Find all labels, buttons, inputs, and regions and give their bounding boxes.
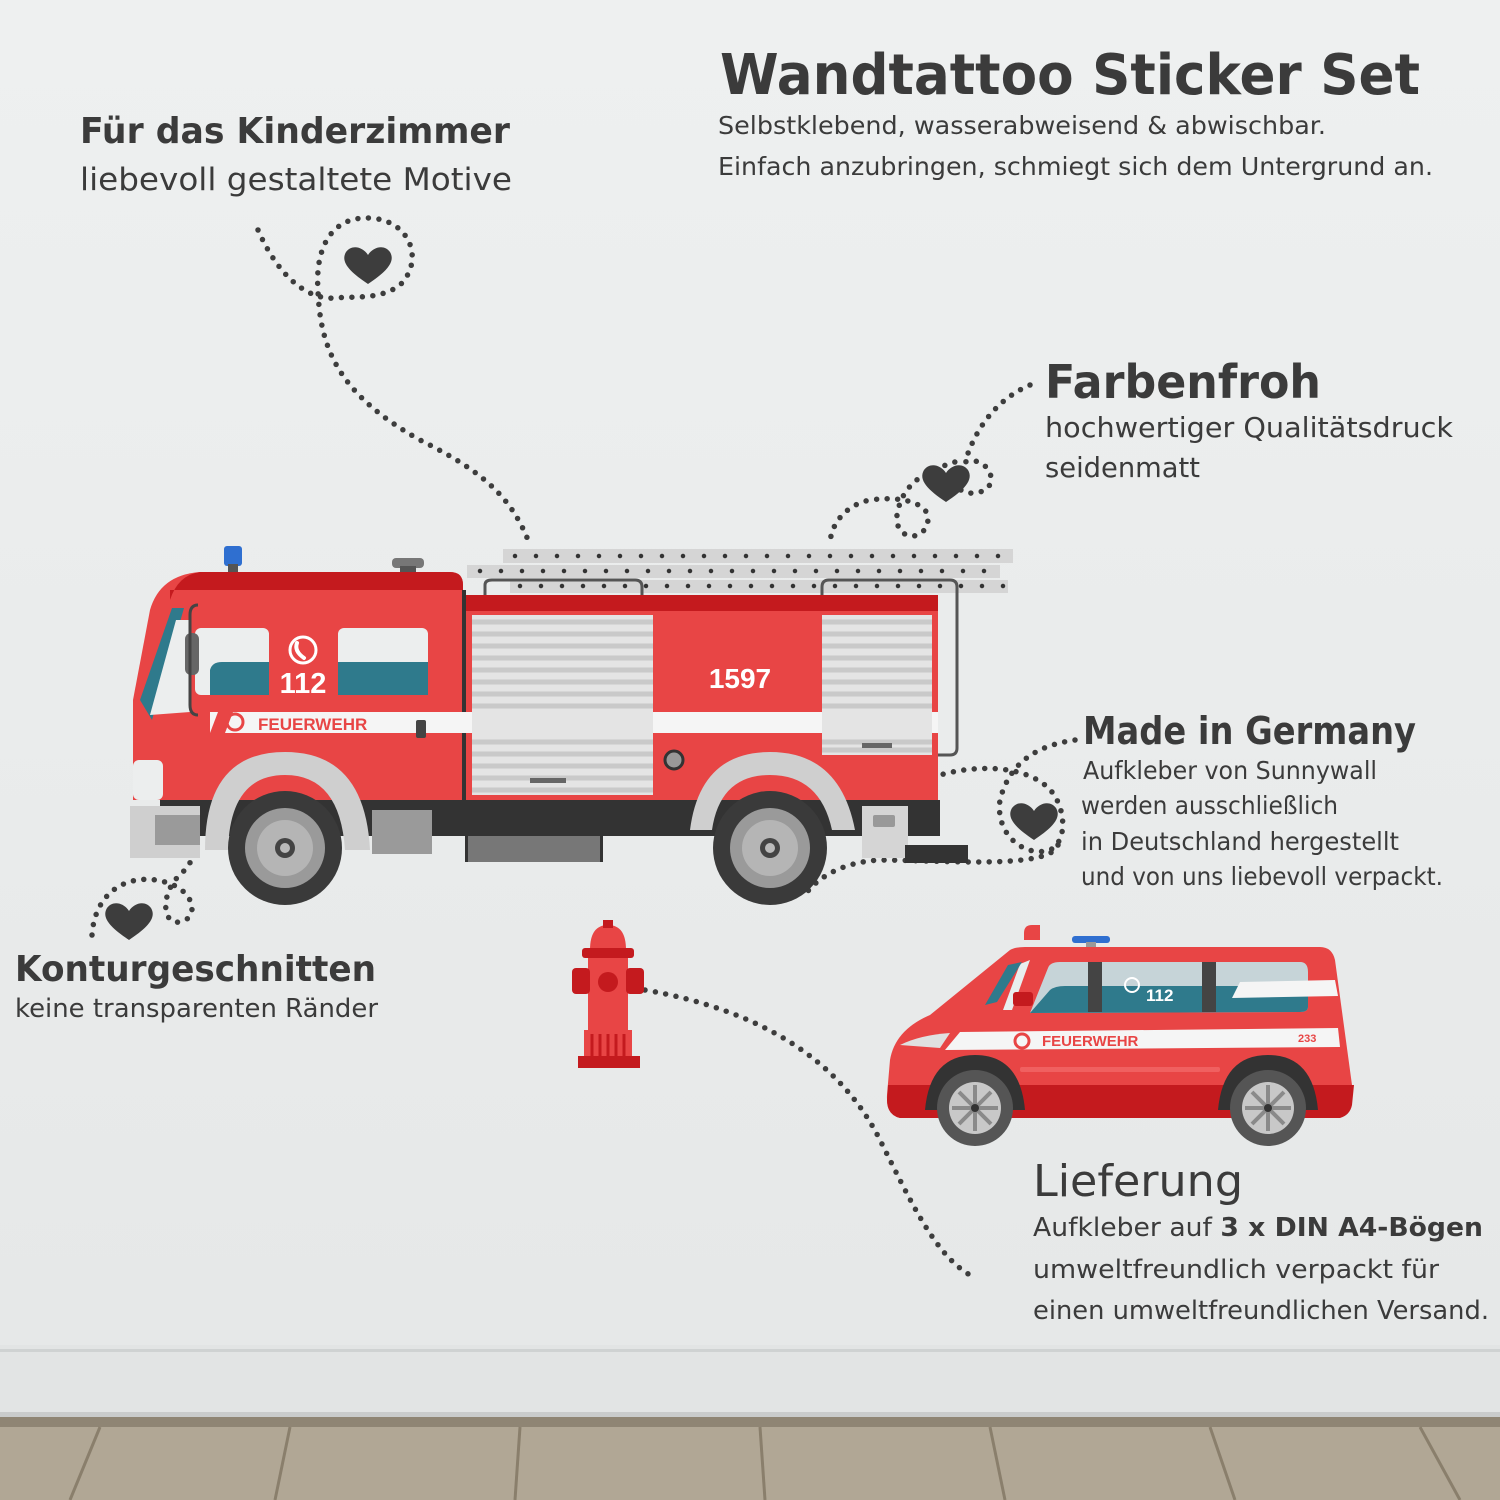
fire-department-emblem-icon [225,712,245,732]
wheel [228,791,342,905]
page-title: Wandtattoo Sticker Set [720,43,1420,108]
heart-icon [1010,803,1058,840]
van-emergency-number: 112 [1146,986,1173,1005]
ladder [467,549,1013,757]
feature-text: werden ausschließlich [1081,791,1338,820]
shutter [472,615,653,795]
feature-title: Lieferung [1033,1156,1243,1207]
baseboard [0,1345,1500,1417]
feature-text: seidenmatt [1045,451,1200,484]
germany-block: Made in Germany Aufkleber von Sunnywall … [1081,709,1443,891]
vehicle-number: 1597 [709,663,771,694]
fire-van: 112 FEUERWEHR 233 [886,925,1354,1146]
feature-text: liebevoll gestaltete Motive [80,162,512,198]
fire-hydrant [572,920,644,1068]
wheel [1230,1070,1306,1146]
phone-icon [288,635,318,665]
feature-text: Aufkleber auf 3 x DIN A4-Bögen [1033,1213,1483,1243]
heart-icon [105,903,153,940]
truck-label: FEUERWEHR [258,715,367,734]
blue-light-icon [224,546,242,566]
heart-icon [344,247,392,284]
heart-icon [922,465,970,502]
phone-icon [1124,977,1140,993]
kinderzimmer-block: Für das Kinderzimmer liebevoll gestaltet… [80,111,512,198]
fire-truck: 112 FEUERWEHR 1597 [130,546,1013,905]
feature-title: Für das Kinderzimmer [80,111,510,152]
van-label: FEUERWEHR [1042,1033,1139,1050]
header-line: Einfach anzubringen, schmiegt sich dem U… [718,152,1433,181]
feature-text: Aufkleber von Sunnywall [1083,756,1377,785]
feature-text: in Deutschland hergestellt [1081,827,1399,856]
blue-light-icon [1072,936,1110,943]
wheel [713,791,827,905]
shutter [822,615,932,755]
feature-text: und von uns liebevoll verpackt. [1081,862,1443,891]
wooden-floor [0,1417,1500,1500]
farbenfroh-block: Farbenfroh hochwertiger Qualitätsdruck s… [1045,355,1454,484]
feature-text: hochwertiger Qualitätsdruck [1045,411,1454,444]
feature-title: Made in Germany [1083,709,1416,753]
feature-text-prefix: Aufkleber auf [1033,1213,1220,1243]
kontur-block: Konturgeschnitten keine transparenten Rä… [15,949,378,1024]
feature-text: keine transparenten Ränder [15,994,378,1024]
wheel [937,1070,1013,1146]
header-block: Wandtattoo Sticker Set Selbstklebend, wa… [718,43,1433,181]
dotted-trails [89,215,1078,1278]
feature-title: Farbenfroh [1045,355,1321,409]
feature-text: umweltfreundlich verpackt für [1033,1255,1439,1285]
fire-department-emblem-icon [1013,1032,1031,1050]
sheet-count-highlight: 3 x DIN A4-Bögen [1220,1213,1483,1243]
header-line: Selbstklebend, wasserabweisend & abwisch… [718,111,1326,140]
emergency-number: 112 [280,668,327,700]
feature-title: Konturgeschnitten [15,949,376,990]
feature-text: einen umweltfreundlichen Versand. [1033,1296,1489,1326]
van-number: 233 [1298,1033,1316,1045]
lieferung-block: Lieferung Aufkleber auf 3 x DIN A4-Bögen… [1033,1156,1489,1326]
